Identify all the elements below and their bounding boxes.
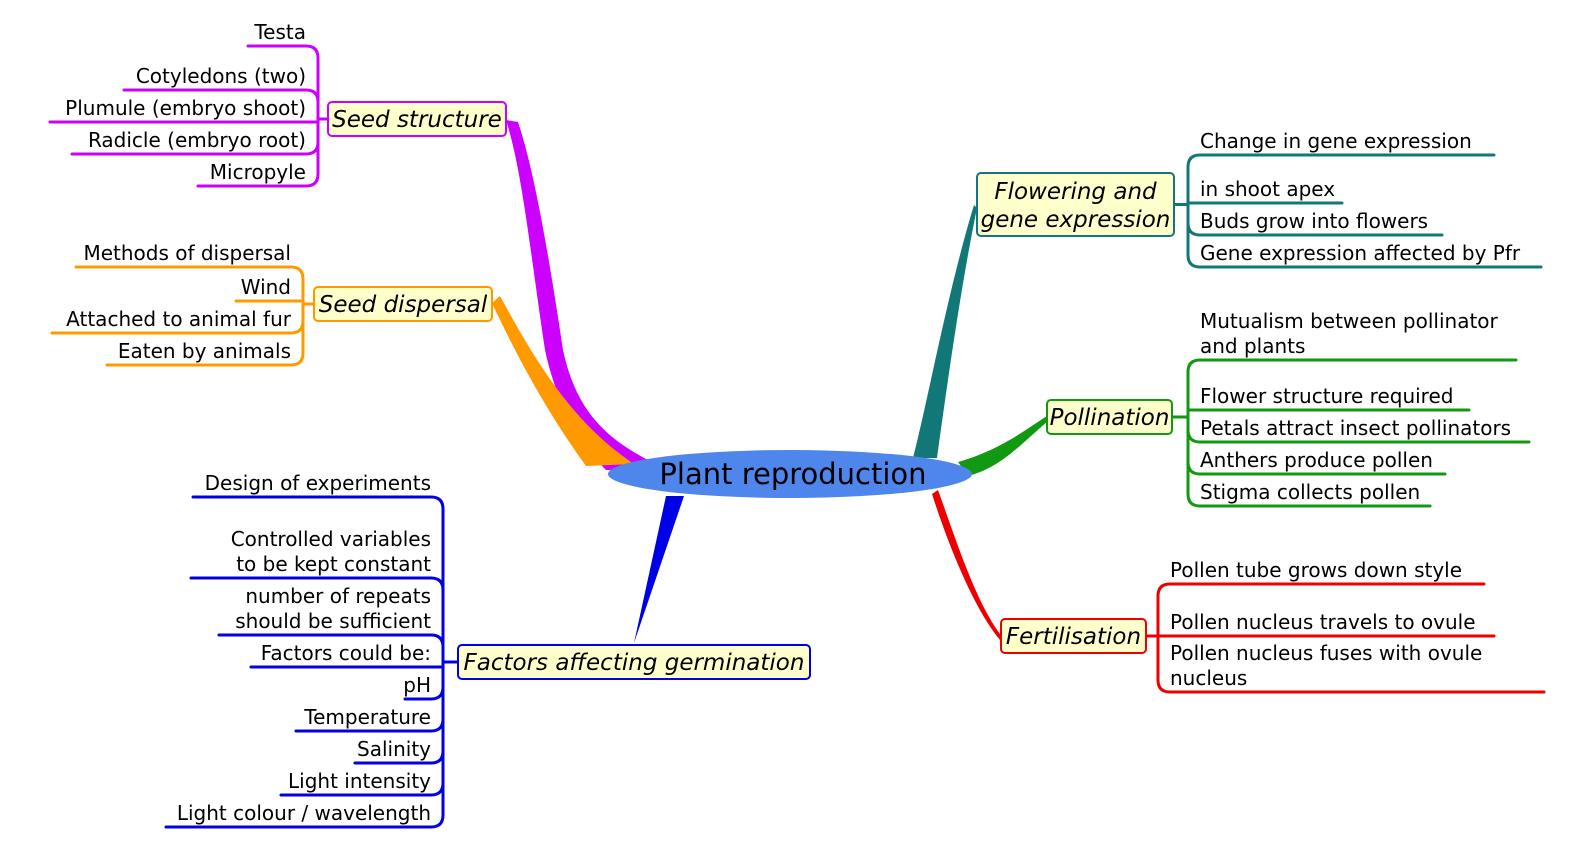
leaf-connector — [1186, 201, 1344, 206]
branch-connector-seed-structure — [506, 120, 668, 470]
leaf-label: Anthers produce pollen — [1200, 448, 1433, 472]
leaf-connector — [1186, 358, 1518, 419]
branch-topic-seed-dispersal: Seed dispersal — [313, 286, 493, 322]
leaf-connector — [1186, 415, 1432, 508]
leaf-label: Stigma collects pollen — [1200, 480, 1420, 504]
leaf-label: Testa — [253, 20, 306, 44]
leaf-connector — [164, 660, 445, 829]
branch-topic-label: gene expression — [981, 207, 1171, 233]
branch-connector-fertilisation — [932, 490, 1000, 640]
branch-topic-label: Seed dispersal — [319, 292, 488, 318]
leaf-group-flowering: Change in gene expression in shoot apexBu… — [1174, 129, 1543, 269]
branch-topic-label: Flowering and — [994, 179, 1157, 205]
leaf-label: Cotyledons (two) — [136, 64, 306, 88]
leaf-label: Wind — [241, 275, 291, 299]
leaf-label: and plants — [1200, 334, 1305, 358]
branch-connector-factors-germination — [634, 496, 684, 643]
branch-connector-pollination — [958, 416, 1047, 476]
leaf-label: in shoot apex — [1200, 177, 1335, 201]
leaf-connector — [246, 44, 320, 121]
branch-connectors — [492, 120, 1047, 643]
leaf-label: Buds grow into flowers — [1200, 209, 1428, 233]
leaf-label: Pollen tube grows down style — [1170, 558, 1462, 582]
leaf-connector — [189, 576, 445, 664]
leaf-group-pollination: Mutualism between pollinator and plantsF… — [1172, 309, 1531, 508]
central-topic-group: Plant reproduction — [608, 450, 972, 498]
leaf-connector — [1186, 408, 1471, 419]
central-topic-ellipse — [608, 450, 972, 498]
branch-topic-box — [457, 644, 811, 680]
leaf-connector — [1186, 153, 1496, 206]
leaf-label: Change in gene expression — [1200, 129, 1472, 153]
leaf-label: Eaten by animals — [118, 339, 291, 363]
leaf-label: Mutualism between pollinator — [1200, 309, 1499, 333]
leaf-connector — [196, 117, 320, 188]
leaf-label: Petals attract insect pollinators — [1200, 416, 1511, 440]
leaf-label: Radicle (embryo root) — [88, 128, 306, 152]
branch-topic-label: Pollination — [1050, 405, 1170, 431]
leaf-connector — [122, 88, 320, 121]
leaf-label: to be kept constant — [236, 552, 431, 576]
leaf-label: Pollen nucleus fuses with ovule — [1170, 641, 1482, 665]
branch-topic-label: Fertilisation — [1006, 624, 1141, 650]
leaf-connector — [191, 495, 445, 664]
leaf-connector — [234, 299, 305, 306]
leaf-label: Light colour / wavelength — [177, 801, 431, 825]
leaf-label: Salinity — [357, 737, 431, 761]
branch-connector-flowering — [913, 205, 977, 458]
leaf-label: Flower structure required — [1200, 384, 1453, 408]
leaf-label: Factors could be: — [261, 641, 431, 665]
leaf-label: Temperature — [303, 705, 431, 729]
leaf-label: Design of experiments — [205, 471, 431, 495]
branch-topic-box — [327, 101, 507, 137]
branch-topic-box — [1046, 399, 1173, 435]
branch-topic-factors-germination: Factors affecting germination — [457, 644, 811, 680]
branch-connector-seed-dispersal — [492, 296, 634, 466]
branch-topic-box — [313, 286, 493, 322]
leaf-label: Light intensity — [288, 769, 431, 793]
leaf-connector — [1186, 203, 1543, 269]
central-topic: Plant reproduction — [659, 457, 926, 491]
branch-topic-label: Seed structure — [332, 107, 502, 133]
leaf-label: Micropyle — [210, 160, 306, 184]
leaf-label: Plumule (embryo shoot) — [65, 96, 306, 120]
leaf-label: nucleus — [1170, 666, 1247, 690]
leaf-connector — [1156, 582, 1486, 638]
leaf-label: number of repeats — [245, 584, 431, 608]
leaf-connector — [105, 302, 305, 367]
leaf-label: Gene expression affected by Pfr — [1200, 241, 1521, 265]
leaf-label: Methods of dispersal — [83, 241, 291, 265]
leaf-label: Attached to animal fur — [66, 307, 292, 331]
leaf-connector — [217, 633, 445, 664]
branch-topic-seed-structure: Seed structure — [327, 101, 507, 137]
leaf-label: should be sufficient — [235, 609, 431, 633]
branch-topic-box — [1000, 618, 1147, 654]
leaf-label: Controlled variables — [231, 527, 431, 551]
leaf-connector — [74, 265, 305, 306]
branch-topic-label: Factors affecting germination — [464, 650, 805, 676]
leaf-label: Pollen nucleus travels to ovule — [1170, 610, 1476, 634]
leaf-label: pH — [403, 673, 431, 697]
leaf-connector — [1156, 634, 1546, 694]
branch-topic-pollination: Pollination — [1046, 399, 1173, 435]
branch-topic-fertilisation: Fertilisation — [1000, 618, 1147, 654]
branch-topic-box — [976, 172, 1175, 237]
